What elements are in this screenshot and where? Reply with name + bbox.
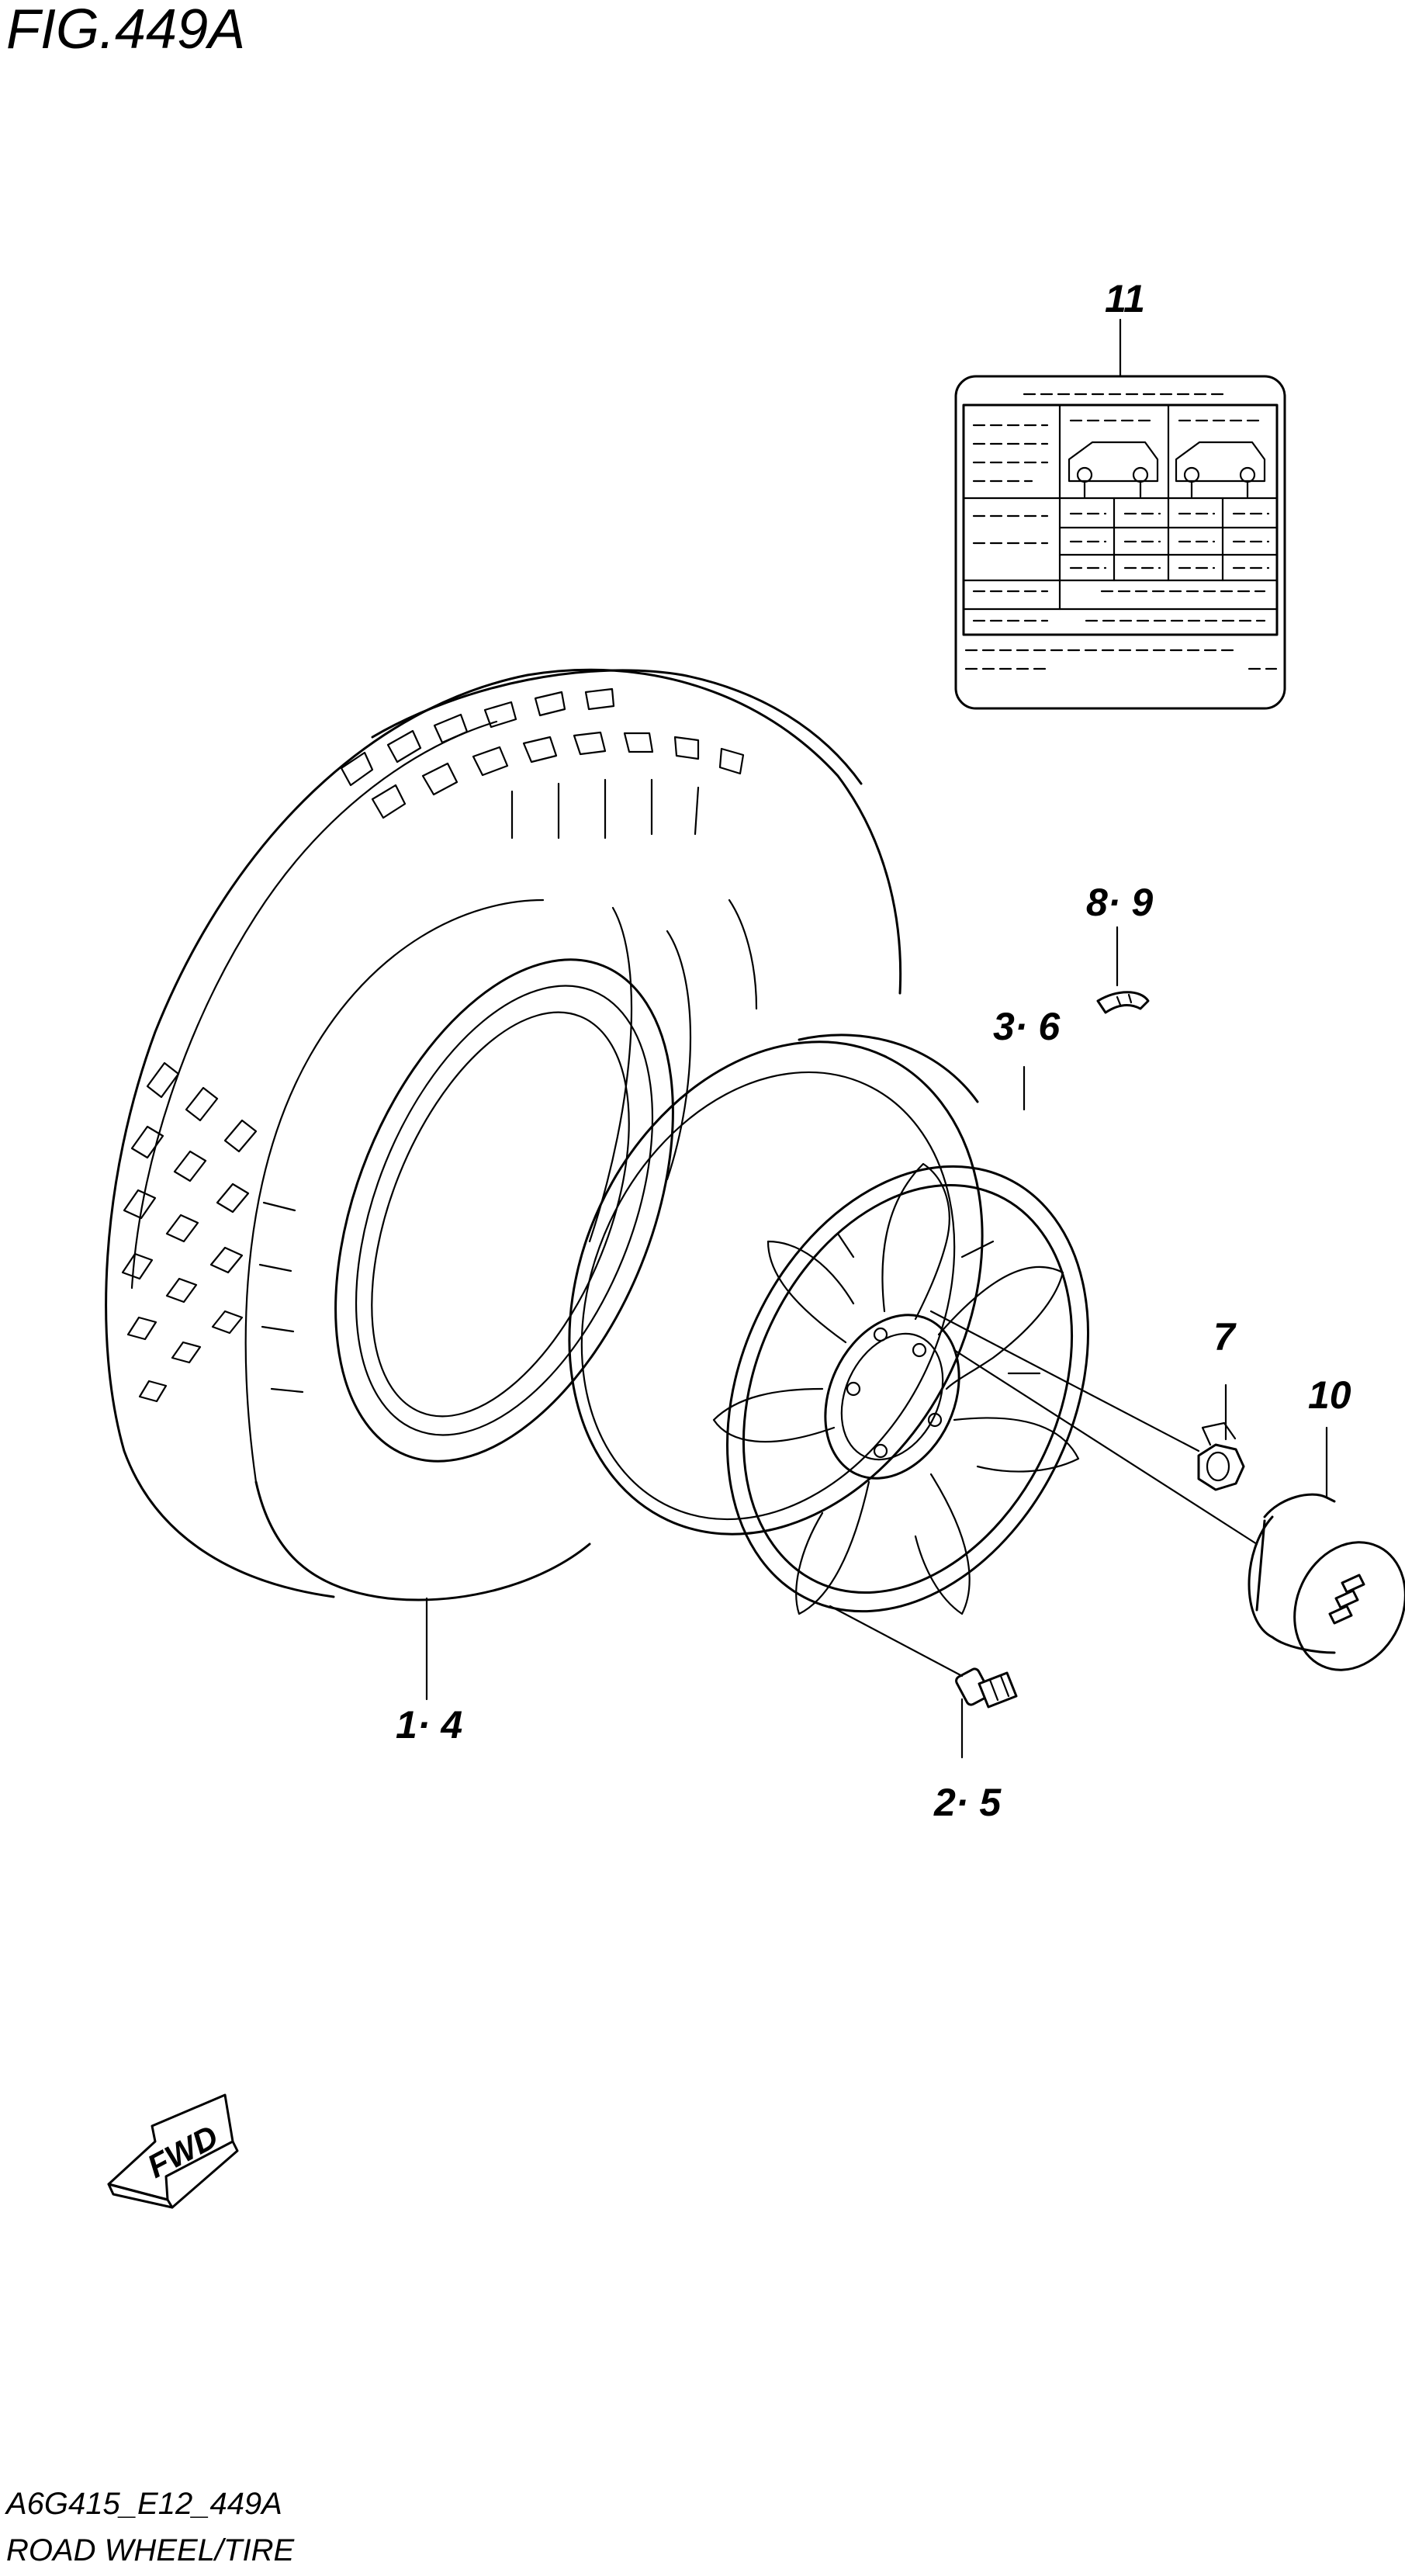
wheel-rim-icon [568, 1034, 1089, 1615]
wheel-nut-icon [1197, 1421, 1245, 1491]
tire-icon [105, 668, 902, 1601]
callout-valve: 2· 5 [933, 1781, 1002, 1824]
callout-label: 11 [1105, 277, 1145, 320]
valve-icon [955, 1667, 1018, 1709]
center-cap-icon [1248, 1493, 1405, 1671]
tire-pressure-label-icon [954, 375, 1286, 710]
callout-tire: 1· 4 [396, 1703, 462, 1747]
callout-weight: 8· 9 [1086, 881, 1153, 924]
callout-cap: 10 [1308, 1373, 1351, 1417]
callout-wheel: 3· 6 [993, 1005, 1061, 1048]
leader-lines [425, 318, 1328, 1759]
figure-title: FIG.449A [6, 0, 245, 61]
figure-code: A6G415_E12_449A [5, 2487, 282, 2521]
fwd-arrow-icon: FWD [107, 2093, 239, 2209]
balance-weight-icon [1096, 991, 1150, 1014]
callout-nut: 7 [1213, 1315, 1237, 1359]
figure-caption: ROAD WHEEL/TIRE [6, 2533, 295, 2567]
